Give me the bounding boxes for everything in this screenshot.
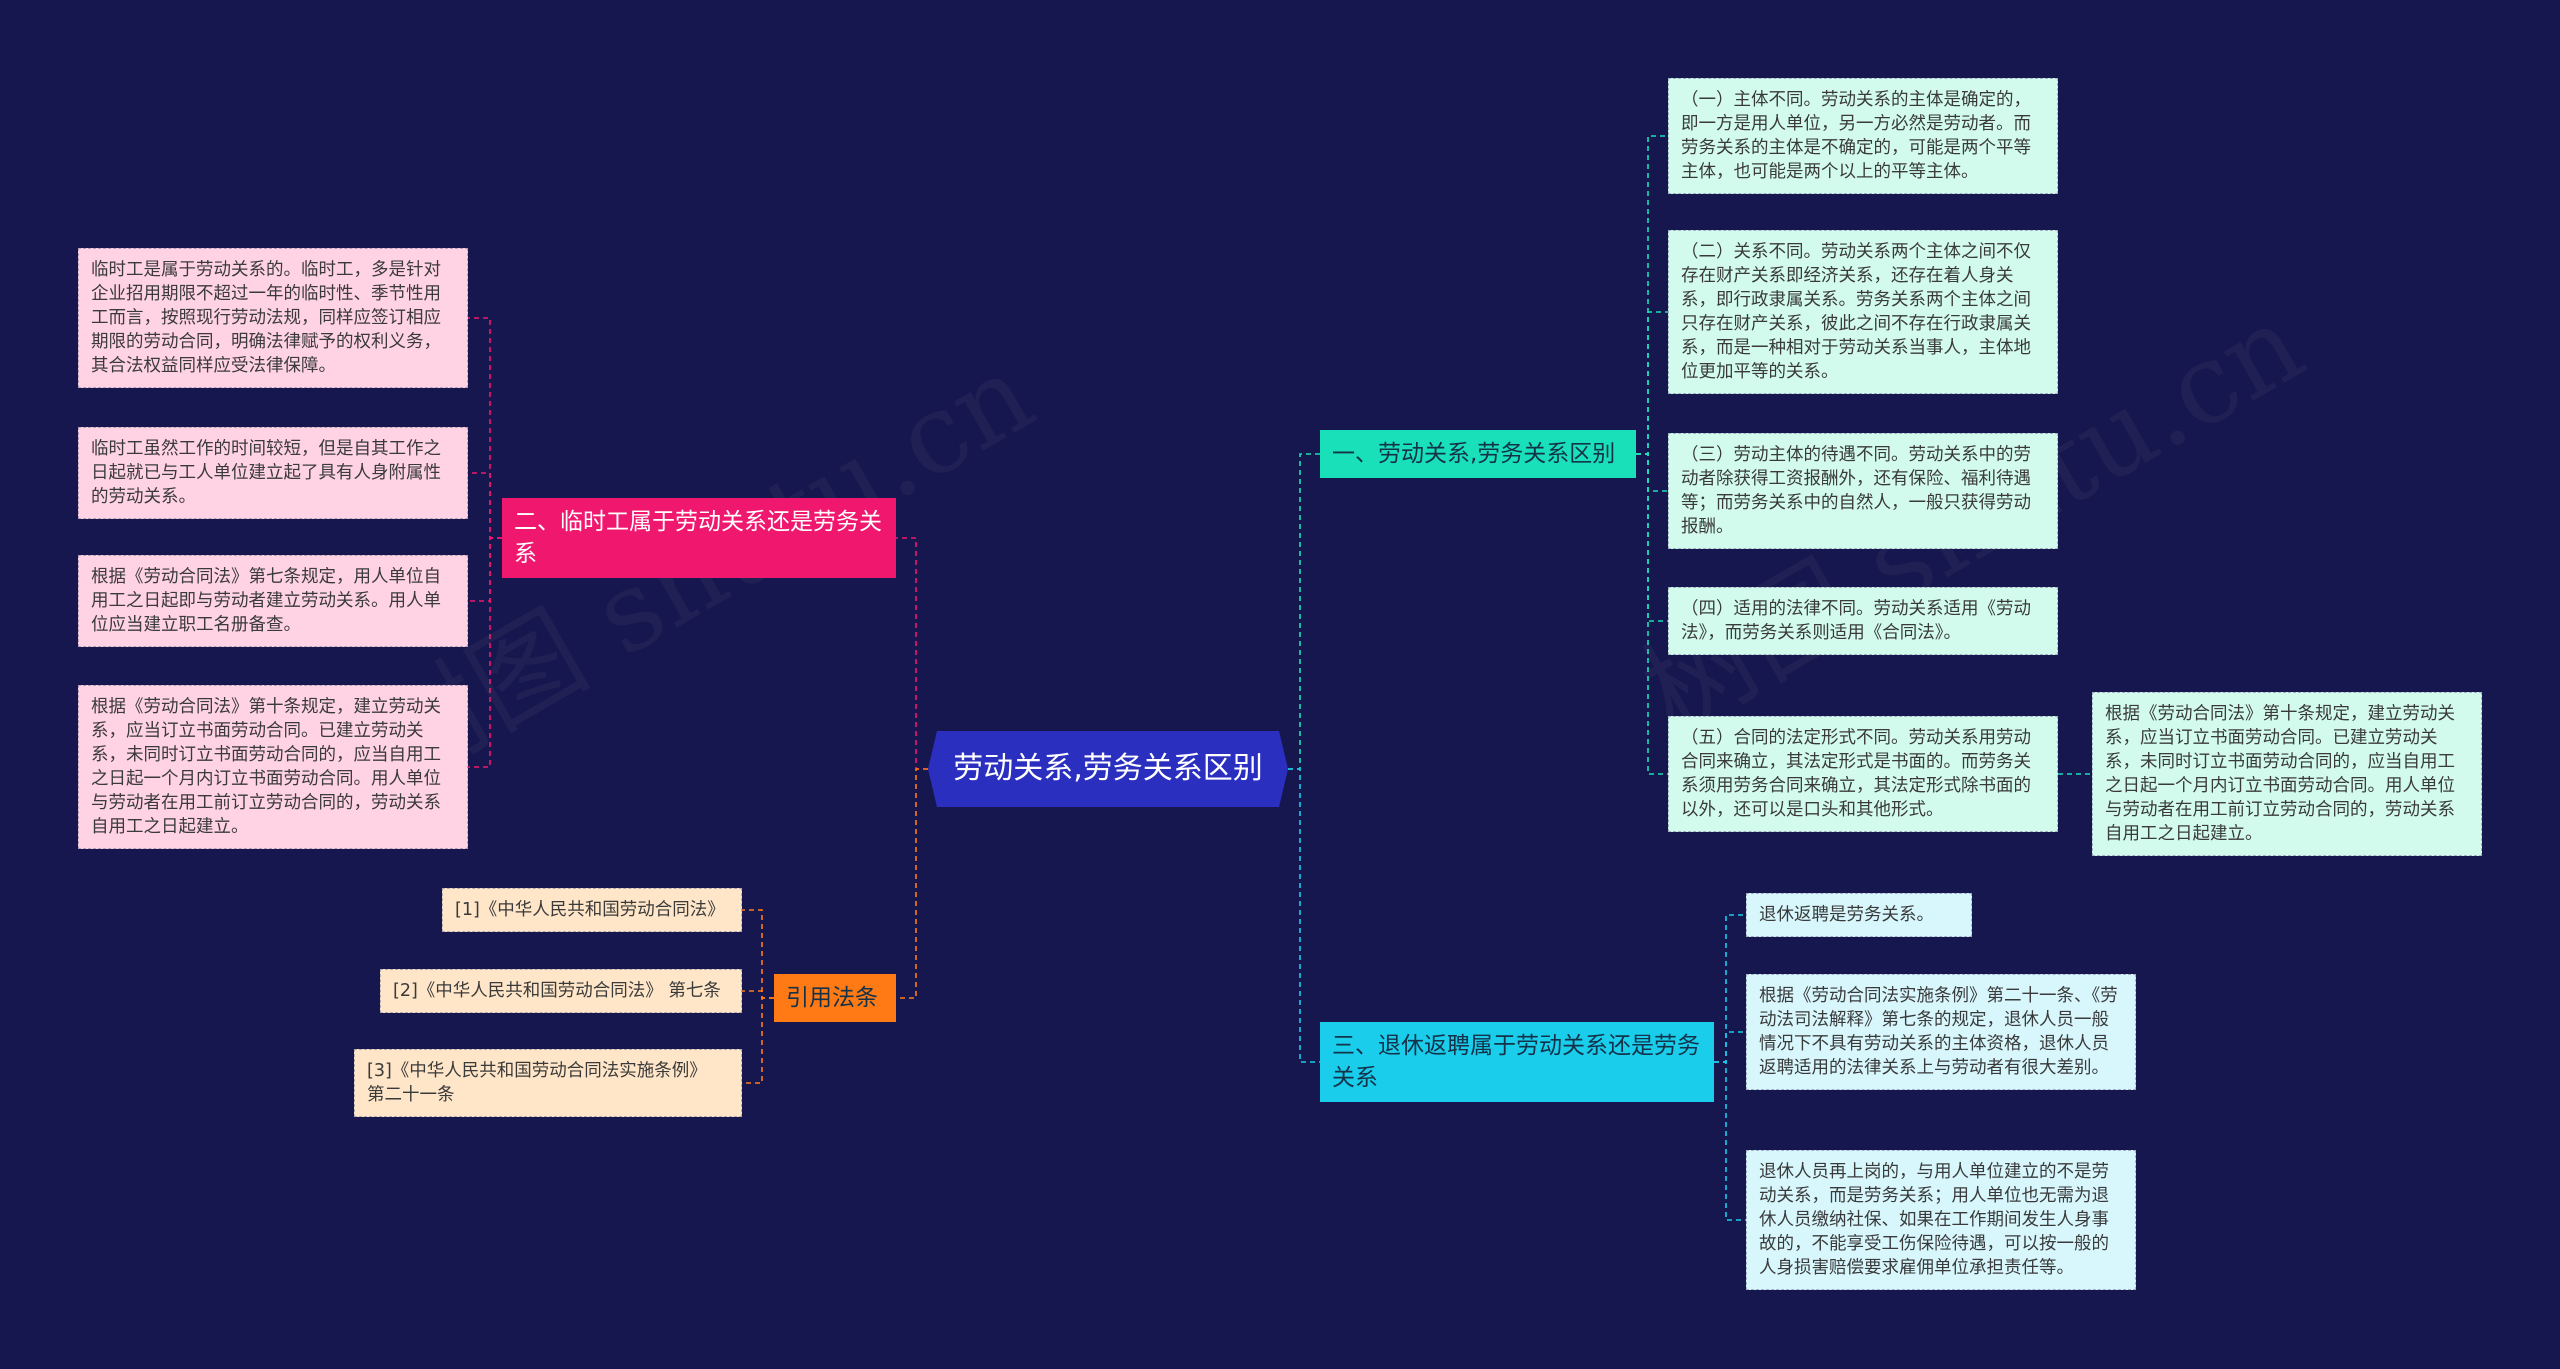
leaf-contract-form-difference[interactable]: （五）合同的法定形式不同。劳动关系用劳动合同来确立，其法定形式是书面的。而劳务关…: [1668, 716, 2058, 832]
connector-line: [468, 317, 502, 539]
connector-line: [1636, 135, 1668, 455]
connector-line: [468, 537, 502, 768]
connector-line: [742, 990, 774, 999]
leaf-rehire-legal-basis[interactable]: 根据《劳动合同法实施条例》第二十一条、《劳动法司法解释》第七条的规定，退休人员一…: [1746, 974, 2136, 1090]
connector-line: [1288, 768, 1320, 1063]
connector-line: [468, 537, 502, 602]
connector-line: [1714, 914, 1746, 1063]
connector-line: [1636, 453, 1668, 492]
leaf-article-ten[interactable]: 根据《劳动合同法》第十条规定，建立劳动关系，应当订立书面劳动合同。已建立劳动关系…: [78, 685, 468, 849]
branch-temporary-worker[interactable]: 二、临时工属于劳动关系还是劳务关系: [502, 498, 896, 578]
leaf-temp-is-labor[interactable]: 临时工是属于劳动关系的。临时工，多是针对企业招用期限不超过一年的临时性、季节性用…: [78, 248, 468, 388]
leaf-rehire-consequences[interactable]: 退休人员再上岗的，与用人单位建立的不是劳动关系，而是劳务关系；用人单位也无需为退…: [1746, 1150, 2136, 1290]
center-topic[interactable]: 劳动关系,劳务关系区别: [928, 731, 1288, 807]
branch-cited-laws[interactable]: 引用法条: [774, 974, 896, 1022]
connector-line: [742, 997, 774, 1084]
leaf-relationship-difference[interactable]: （二）关系不同。劳动关系两个主体之间不仅存在财产关系即经济关系，还存在着人身关系…: [1668, 230, 2058, 394]
connector-line: [1636, 311, 1668, 455]
leaf-article-ten-note[interactable]: 根据《劳动合同法》第十条规定，建立劳动关系，应当订立书面劳动合同。已建立劳动关系…: [2092, 692, 2482, 856]
connector-line: [1714, 1061, 1746, 1221]
leaf-law-difference[interactable]: （四）适用的法律不同。劳动关系适用《劳动法》，而劳务关系则适用《合同法》。: [1668, 587, 2058, 655]
leaf-rehire-is-service[interactable]: 退休返聘是劳务关系。: [1746, 893, 1972, 937]
connector-line: [1288, 453, 1320, 770]
leaf-subject-difference[interactable]: （一）主体不同。劳动关系的主体是确定的，即一方是用人单位，另一方必然是劳动者。而…: [1668, 78, 2058, 194]
leaf-citation-3[interactable]: [3]《中华人民共和国劳动合同法实施条例》 第二十一条: [354, 1049, 742, 1117]
connector-line: [742, 909, 774, 999]
leaf-article-seven[interactable]: 根据《劳动合同法》第七条规定，用人单位自用工之日起即与劳动者建立劳动关系。用人单…: [78, 555, 468, 647]
leaf-temp-personal-attachment[interactable]: 临时工虽然工作的时间较短，但是自其工作之日起就已与工人单位建立起了具有人身附属性…: [78, 427, 468, 519]
connector-line: [896, 537, 928, 770]
branch-retiree-rehire[interactable]: 三、退休返聘属于劳动关系还是劳务关系: [1320, 1022, 1714, 1102]
connector-line: [1636, 453, 1668, 622]
connector-line: [896, 768, 928, 999]
leaf-citation-2[interactable]: [2]《中华人民共和国劳动合同法》 第七条: [380, 969, 742, 1013]
connector-line: [1714, 1031, 1746, 1063]
leaf-treatment-difference[interactable]: （三）劳动主体的待遇不同。劳动关系中的劳动者除获得工资报酬外，还有保险、福利待遇…: [1668, 433, 2058, 549]
connector-line: [468, 472, 502, 539]
leaf-citation-1[interactable]: [1]《中华人民共和国劳动合同法》: [442, 888, 742, 932]
branch-labor-vs-service-difference[interactable]: 一、劳动关系,劳务关系区别: [1320, 430, 1636, 478]
connector-line: [1636, 453, 1668, 775]
